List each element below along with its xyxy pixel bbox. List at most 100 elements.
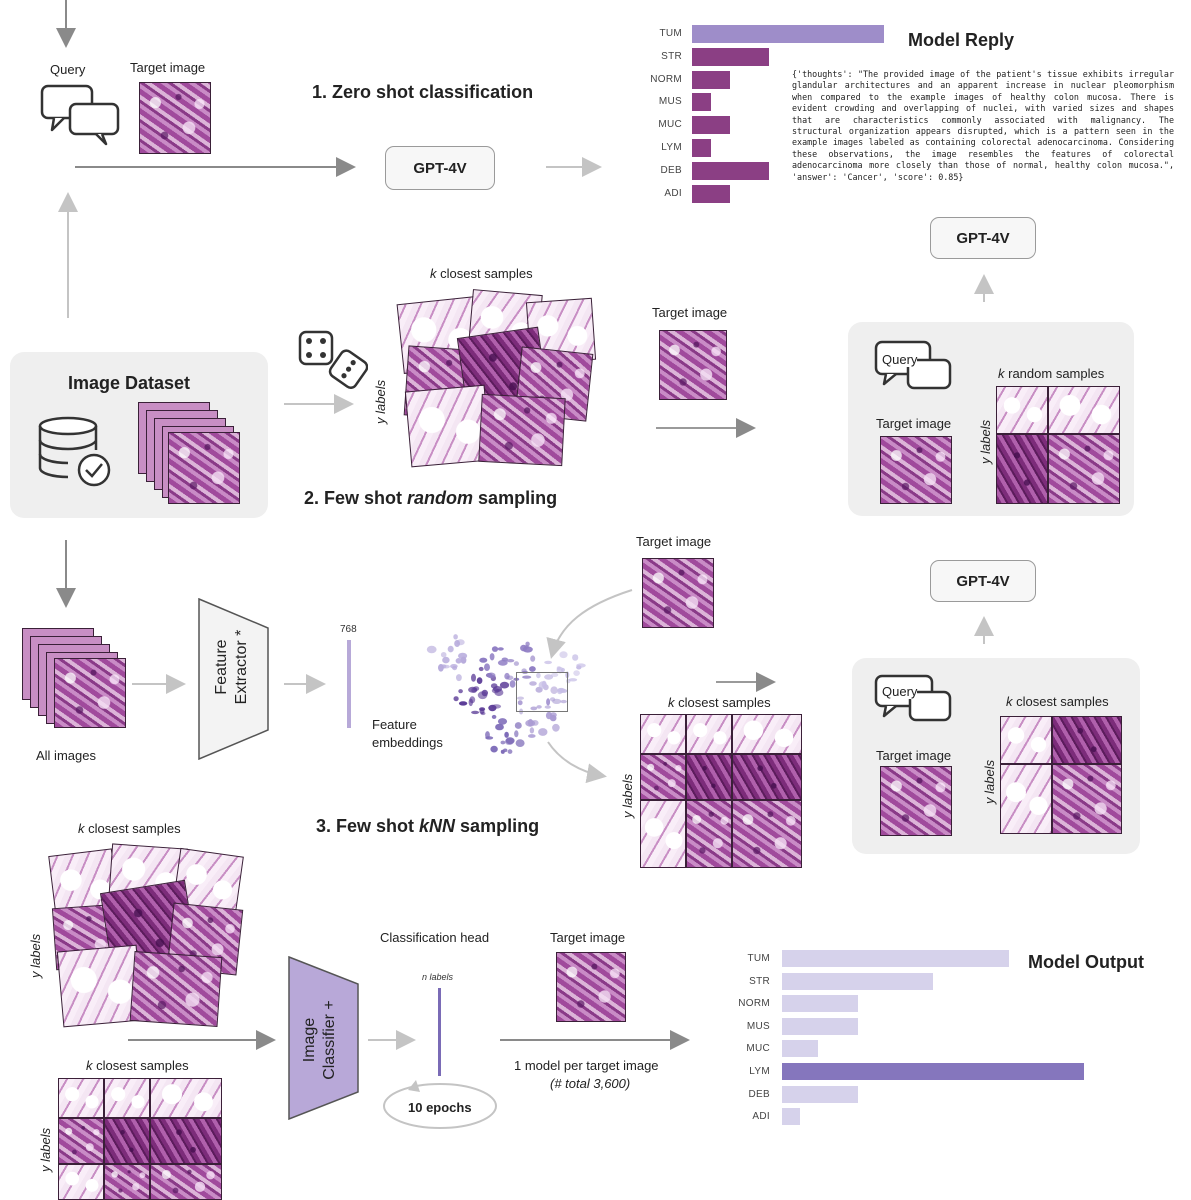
knn-sample — [686, 714, 732, 754]
embedding-point — [453, 634, 458, 640]
embedding-point — [524, 645, 529, 649]
model-reply-label-adi: ADI — [664, 187, 682, 199]
embedding-point — [471, 673, 476, 682]
random-panel-y-labels: y labels — [978, 419, 993, 464]
model-reply-label-str: STR — [661, 50, 682, 62]
embedding-point — [491, 646, 499, 652]
embedding-point — [522, 675, 532, 679]
model-reply-bar-mus — [692, 93, 712, 112]
embedding-point — [557, 687, 566, 693]
random-sample-image — [478, 393, 566, 467]
classifier-grid-sample — [150, 1078, 222, 1118]
random-panel-query-label: Query — [882, 352, 918, 367]
embedding-point — [551, 672, 559, 677]
embedding-point — [442, 656, 450, 664]
model-output-bar-norm — [782, 995, 858, 1013]
arrow-target-to-embeddings — [546, 589, 633, 659]
embedding-point — [484, 663, 490, 671]
random-closest-label: k closest samples — [430, 266, 533, 281]
query-chat-icon — [40, 84, 120, 146]
embedding-point — [544, 674, 554, 680]
knn-panel-sample — [1000, 764, 1052, 834]
knn-panel-target-image — [880, 766, 952, 836]
knn-sample — [640, 754, 686, 800]
gpt4v-button-zero-shot: GPT-4V — [385, 146, 495, 190]
embedding-point — [460, 656, 467, 664]
knn-y-labels: y labels — [620, 773, 635, 818]
embedding-point — [490, 745, 498, 753]
model-total-note: (# total 3,600) — [550, 1076, 631, 1091]
embedding-point — [504, 672, 510, 680]
image-classifier-shape — [288, 956, 359, 1120]
random-panel-target-label: Target image — [876, 416, 952, 431]
embedding-point — [480, 711, 486, 716]
feature-extractor-shape — [198, 598, 269, 760]
model-output-label-lym: LYM — [749, 1066, 770, 1077]
knn-sample — [640, 714, 686, 754]
embedding-vector — [347, 640, 351, 728]
embedding-point — [544, 660, 552, 665]
embedding-point — [494, 688, 504, 697]
database-check-icon — [38, 416, 111, 487]
knn-sample — [732, 714, 802, 754]
knn-panel-samples-label: k closest samples — [1006, 694, 1109, 709]
n-labels-label: n labels — [422, 972, 454, 982]
model-reply-label-muc: MUC — [658, 119, 682, 131]
embedding-point — [440, 652, 447, 658]
model-reply-bar-norm — [692, 70, 731, 89]
embedding-point — [456, 639, 465, 646]
gpt4v-button-knn: GPT-4V — [930, 560, 1036, 602]
model-output-bar-str — [782, 972, 933, 990]
embedding-point — [481, 689, 488, 697]
image-dataset-title: Image Dataset — [68, 373, 191, 393]
classifier-grid-sample — [58, 1164, 104, 1200]
classifier-target-image — [556, 952, 626, 1022]
model-per-target-note: 1 model per target image — [514, 1058, 659, 1073]
embedding-point — [469, 696, 476, 704]
knn-panel-query-chat-icon — [874, 674, 952, 722]
random-target-image — [659, 330, 727, 400]
embedding-point — [497, 647, 504, 651]
model-output-bar-muc — [782, 1040, 819, 1058]
model-output-label-tum: TUM — [747, 953, 770, 964]
knn-target-image — [642, 558, 714, 628]
embedding-point — [500, 740, 506, 745]
embedding-point — [441, 664, 450, 669]
panel-query-chat-icon — [874, 340, 952, 390]
arrow-embeddings-to-samples — [547, 741, 607, 784]
embedding-point — [450, 664, 458, 669]
embedding-point — [501, 657, 508, 662]
classifier-y-labels-top: y labels — [28, 933, 43, 978]
embedding-point — [568, 678, 578, 682]
dice-icon — [298, 330, 368, 389]
embedding-point — [514, 730, 519, 738]
knn-title: 3. Few shot kNN sampling — [316, 816, 540, 836]
embedding-point — [471, 687, 477, 693]
classifier-grid-sample — [58, 1078, 104, 1118]
embedding-point — [536, 705, 542, 709]
feature-embeddings-label: Feature embeddings — [372, 717, 443, 750]
random-panel-sample — [996, 386, 1048, 434]
classifier-y-labels-bottom: y labels — [38, 1127, 53, 1172]
embedding-point — [455, 658, 462, 664]
embedding-point — [458, 701, 468, 706]
embedding-point — [530, 655, 536, 662]
model-output-bar-deb — [782, 1085, 858, 1103]
embedding-point — [559, 651, 568, 659]
model-reply-title: Model Reply — [908, 30, 1015, 50]
classifier-closest-label-bottom: k closest samples — [86, 1058, 189, 1073]
zero-shot-title: 1. Zero shot classification — [312, 82, 534, 102]
embedding-point — [426, 645, 437, 654]
model-reply-bar-str — [692, 47, 769, 66]
embedding-point — [479, 707, 486, 711]
image-classifier-label: Image Classifier + — [301, 1000, 338, 1080]
embedding-point — [491, 714, 497, 719]
model-reply-label-norm: NORM — [650, 73, 682, 85]
embedding-point — [538, 728, 548, 736]
model-reply-label-lym: LYM — [661, 142, 682, 153]
embedding-point — [488, 704, 497, 712]
embedding-dim-label: 768 — [340, 624, 357, 635]
embedding-point — [556, 666, 561, 671]
embedding-point — [514, 722, 522, 729]
